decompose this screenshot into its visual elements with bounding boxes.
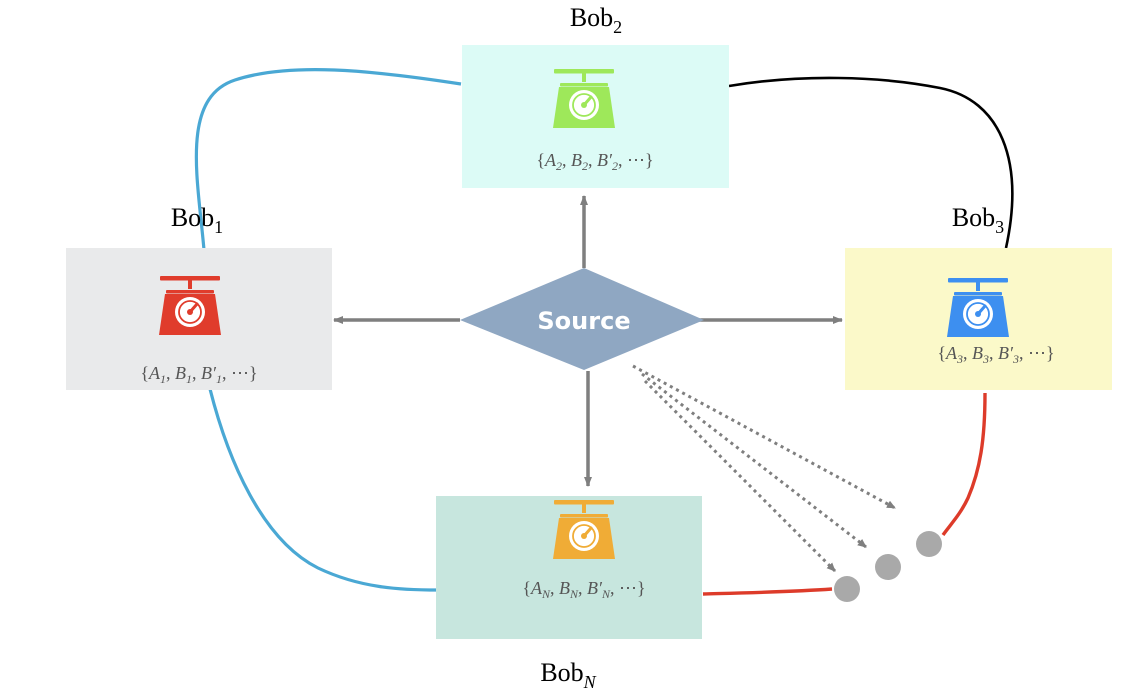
ellipsis-dot-3: [916, 531, 942, 557]
bob1-title: Bob1: [171, 203, 223, 237]
ellipsis-dot-1: [834, 576, 860, 602]
ellipsis-dots: [834, 531, 942, 602]
bobN-node: {AN, BN, B′N, ⋯} BobN: [436, 496, 702, 692]
bob1-measurements: {A1, B1, B′1, ⋯}: [140, 363, 257, 386]
source-label: Source: [537, 307, 630, 335]
link-bob3-dots: [941, 392, 987, 536]
bobN-measurements: {AN, BN, B′N, ⋯}: [522, 578, 645, 601]
dotted-arrow-3: [643, 379, 837, 573]
bob2-measurements: {A2, B2, B′2, ⋯}: [536, 150, 653, 173]
bob2-node: {A2, B2, B′2, ⋯} Bob2: [462, 3, 729, 188]
bob1-node: {A1, B1, B′1, ⋯} Bob1: [66, 203, 332, 390]
dotted-arrow-2: [641, 372, 867, 549]
link-bob1-bob2: [194, 68, 462, 251]
bobN-title: BobN: [540, 658, 596, 692]
dotted-arrows: [632, 364, 896, 573]
bob3-node: {A3, B3, B′3, ⋯} Bob3: [845, 203, 1112, 390]
dotted-arrow-1: [632, 364, 896, 510]
bob3-measurements: {A3, B3, B′3, ⋯}: [937, 343, 1054, 366]
link-bobN-dots: [702, 587, 833, 596]
bob2-title: Bob2: [570, 3, 622, 37]
link-bob1-bobN: [208, 388, 439, 592]
bob3-title: Bob3: [952, 203, 1004, 237]
source-diamond: [460, 268, 704, 370]
source-arrows: [333, 195, 843, 487]
link-bob2-bob3: [728, 76, 1014, 249]
ellipsis-dot-2: [875, 554, 901, 580]
source-node: Source: [460, 268, 704, 370]
